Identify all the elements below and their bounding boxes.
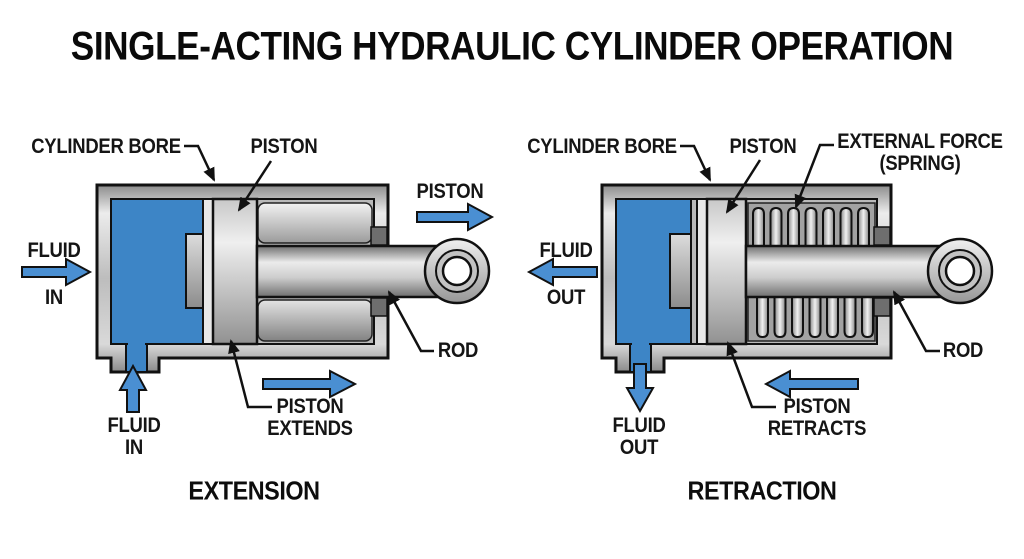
- leader-line-piston: [725, 159, 762, 214]
- page-title: SINGLE-ACTING HYDRAULIC CYLINDER OPERATI…: [70, 24, 954, 69]
- fluid-out-arrow-icon: [526, 257, 598, 287]
- piston-extends-label: PISTON EXTENDS: [267, 395, 353, 440]
- piston-rod-button: [669, 233, 692, 309]
- gland-seal-top: [873, 226, 891, 246]
- piston-motion-label: PISTON: [416, 180, 484, 203]
- leader-line-piston-retracts: [726, 341, 776, 409]
- rod-eye-hole: [441, 255, 473, 287]
- fluid-in-side-label-line2: IN: [45, 286, 63, 309]
- fluid-in-arrow-icon: [21, 257, 93, 287]
- leader-line-external-force: [794, 143, 834, 209]
- rod-label: ROD: [437, 339, 479, 362]
- retraction-cylinder-graphic: [526, 143, 994, 414]
- leader-line-piston: [237, 160, 273, 212]
- fluid-out-bottom-label: FLUID OUT: [612, 415, 665, 459]
- fluid-out-port-arrow-icon: [625, 363, 655, 414]
- leader-line-piston-extends: [228, 339, 272, 409]
- external-force-line1: EXTERNAL FORCE: [837, 130, 1003, 153]
- piston: [705, 197, 748, 346]
- fluid-out-bottom-line2: OUT: [619, 436, 659, 459]
- piston-seal: [202, 198, 214, 345]
- spring-coils: [752, 206, 874, 339]
- external-force-line2: (SPRING): [879, 152, 961, 175]
- fluid-in-bottom-line1: FLUID: [107, 414, 161, 437]
- fluid-port-seam: [128, 339, 145, 348]
- leader-line-cylinder-bore: [680, 144, 712, 182]
- fluid-port-channel: [125, 343, 148, 373]
- piston-retracts-arrow-icon: [763, 369, 859, 399]
- extension-cylinder-graphic: [21, 144, 495, 413]
- piston-motion-arrow-icon: [416, 202, 495, 232]
- piston: [211, 197, 259, 346]
- gland-seal-bottom: [370, 297, 388, 317]
- retraction-caption: RETRACTION: [687, 475, 837, 506]
- piston-retracts-line2: RETRACTS: [767, 417, 867, 440]
- leader-line-cylinder-bore: [184, 144, 216, 182]
- piston-extends-arrow-icon: [262, 369, 358, 399]
- fluid-in-port-arrow-icon: [118, 363, 148, 413]
- cylinder-bore-label: CYLINDER BORE: [31, 135, 181, 158]
- rod: [744, 244, 945, 299]
- gland-seal-top: [370, 226, 388, 246]
- leader-line-rod: [892, 290, 940, 353]
- piston-extends-line1: PISTON: [276, 395, 344, 418]
- fluid-in-bottom-label: FLUID IN: [107, 415, 160, 459]
- rod-eye-hole: [944, 255, 976, 287]
- fluid-in-bottom-line2: IN: [125, 436, 143, 459]
- piston-retracts-label: PISTON RETRACTS: [768, 396, 867, 440]
- fluid-out-side-label-line1: FLUID: [539, 239, 593, 262]
- piston-retracts-line1: PISTON: [783, 395, 851, 418]
- piston-label: PISTON: [729, 135, 797, 158]
- cylinder-bore-label: CYLINDER BORE: [527, 135, 677, 158]
- fluid-in-side-label-line1: FLUID: [27, 239, 81, 262]
- extension-caption: EXTENSION: [188, 475, 320, 506]
- bore-shading-bottom: [257, 299, 373, 342]
- fluid-out-side-label-line2: OUT: [546, 286, 586, 309]
- piston-seal: [696, 198, 708, 345]
- piston-extends-line2: EXTENDS: [267, 417, 353, 440]
- leader-line-rod: [387, 290, 434, 353]
- bore-shading-top: [257, 202, 373, 244]
- fluid-port-seam: [632, 339, 649, 348]
- rod: [255, 244, 442, 299]
- piston-label: PISTON: [250, 135, 318, 158]
- fluid-out-bottom-line1: FLUID: [612, 414, 666, 437]
- rod-label: ROD: [942, 339, 984, 362]
- external-force-label: EXTERNAL FORCE (SPRING): [837, 130, 1003, 175]
- gland-seal-bottom: [873, 297, 891, 317]
